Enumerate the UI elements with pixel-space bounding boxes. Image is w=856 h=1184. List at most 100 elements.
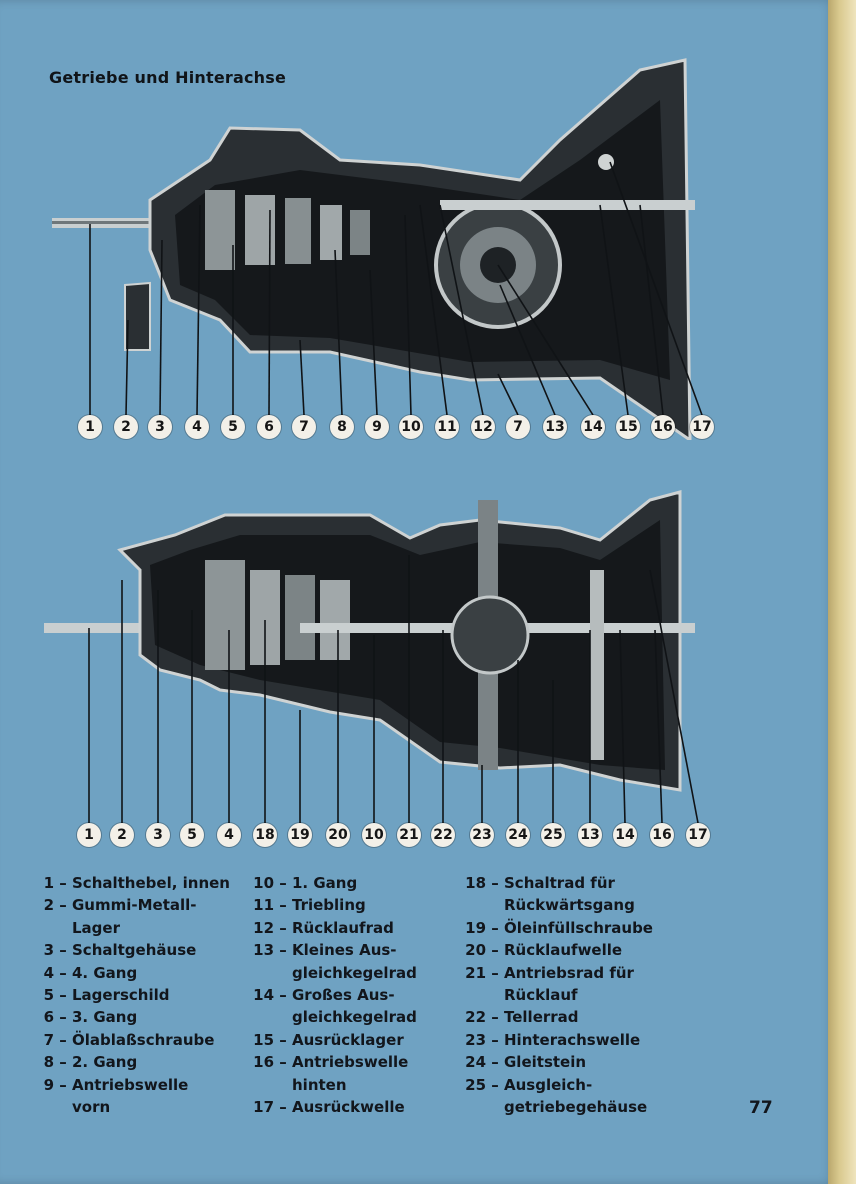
legend-text: Schaltgehäuse — [72, 941, 197, 960]
legend-item: 20 – Rücklaufwelle — [462, 939, 653, 961]
callout-number: 14 — [613, 823, 637, 847]
legend-item: Rückwärtsgang — [462, 894, 653, 916]
legend-item: 16 – Antriebswelle — [250, 1051, 417, 1073]
legend-number: 22 – — [465, 1008, 504, 1027]
callout-number: 24 — [506, 823, 530, 847]
leader-line — [404, 214, 412, 416]
callout-number: 12 — [471, 415, 495, 439]
legend-item: vorn — [38, 1096, 230, 1118]
legend-text: gleichkegelrad — [292, 1008, 417, 1027]
legend-text: Lagerschild — [72, 986, 170, 1005]
legend-number: 16 – — [253, 1053, 292, 1072]
legend-item: 21 – Antriebsrad für — [462, 962, 653, 984]
legend-text: 1. Gang — [292, 874, 358, 892]
callout-number: 16 — [651, 415, 675, 439]
legend-item: 10 – 1. Gang — [250, 872, 417, 894]
housing-inner — [175, 100, 670, 380]
leader-line — [299, 339, 305, 416]
leader-line — [609, 161, 703, 416]
legend-number: 13 – — [253, 941, 292, 960]
legend-item: 15 – Ausrücklager — [250, 1029, 417, 1051]
legend-number: 24 – — [465, 1053, 504, 1072]
gear-cluster — [205, 560, 350, 670]
callout-number: 3 — [146, 823, 170, 847]
leader-line — [419, 204, 448, 416]
leader-line — [497, 264, 594, 416]
shift-lever-mount — [124, 281, 151, 351]
legend-text: Ölablaßschraube — [72, 1030, 215, 1049]
legend-text: gleichkegelrad — [292, 963, 417, 982]
callout-number: 18 — [253, 823, 277, 847]
legend-number: 5 – — [43, 986, 72, 1005]
leader-line — [196, 204, 201, 416]
gearbox-top-view-diagram — [44, 490, 699, 824]
legend-text: 3. Gang — [72, 1008, 138, 1027]
legend-text: Großes Aus- — [292, 986, 395, 1005]
legend-item: gleichkegelrad — [250, 1006, 417, 1028]
callout-number: 1 — [78, 415, 102, 439]
legend-number: 11 – — [253, 896, 292, 915]
legend-item: Rücklauf — [462, 984, 653, 1006]
legend-text: Antriebswelle — [72, 1075, 189, 1094]
leader-line — [654, 629, 663, 824]
callout-number: 7 — [506, 415, 530, 439]
leader-line — [639, 204, 664, 416]
leader-line — [599, 204, 629, 416]
legend-number: 6 – — [43, 1008, 72, 1027]
legend-item: 18 – Schaltrad für — [462, 872, 653, 894]
legend-item: 13 – Kleines Aus- — [250, 939, 417, 961]
callout-number: 23 — [470, 823, 494, 847]
legend-item: 25 – Ausgleich- — [462, 1074, 653, 1096]
legend-text: Hinterachswelle — [504, 1030, 641, 1049]
callout-number: 25 — [541, 823, 565, 847]
page-number: 77 — [749, 1098, 773, 1118]
legend-item: 4 – 4. Gang — [38, 962, 230, 984]
legend-item: 22 – Tellerrad — [462, 1006, 653, 1028]
differential — [450, 595, 530, 675]
leader-line — [619, 629, 626, 824]
page-title: Getriebe und Hinterachse — [49, 68, 287, 87]
legend-text: Triebling — [292, 896, 366, 915]
legend-number: 1 – — [43, 874, 72, 892]
callout-leader-lines — [89, 161, 703, 416]
legend-text: Ausgleich- — [504, 1075, 593, 1094]
legend-number: 12 – — [253, 918, 292, 937]
legend-text: Ausrückwelle — [292, 1098, 405, 1117]
legend-item: 17 – Ausrückwelle — [250, 1096, 417, 1118]
callout-number: 19 — [288, 823, 312, 847]
gear-cluster — [205, 190, 370, 270]
callout-number: 8 — [330, 415, 354, 439]
legend-text: Ausrücklager — [292, 1030, 404, 1049]
legend-text: Kleines Aus- — [292, 941, 397, 960]
legend-number: 8 – — [43, 1053, 72, 1072]
legend-text: Lager — [72, 918, 120, 937]
callout-number: 10 — [362, 823, 386, 847]
legend-item: 23 – Hinterachswelle — [462, 1029, 653, 1051]
legend-item: Lager — [38, 917, 230, 939]
legend-text: Tellerrad — [504, 1008, 579, 1027]
callout-number: 4 — [217, 823, 241, 847]
legend-item: 24 – Gleitstein — [462, 1051, 653, 1073]
legend-item: hinten — [250, 1074, 417, 1096]
legend-number: 23 – — [465, 1030, 504, 1049]
callout-number: 3 — [148, 415, 172, 439]
legend-item: 14 – Großes Aus- — [250, 984, 417, 1006]
leader-line — [439, 204, 484, 416]
rear-shaft — [440, 200, 695, 210]
legend-number — [250, 1006, 292, 1028]
callout-number: 20 — [326, 823, 350, 847]
callout-number: 7 — [292, 415, 316, 439]
legend-number: 17 – — [253, 1098, 292, 1117]
callout-number: 17 — [686, 823, 710, 847]
callout-number: 13 — [543, 415, 567, 439]
legend-text: Antriebswelle — [292, 1053, 409, 1072]
legend-number — [38, 917, 72, 939]
legend-text: 2. Gang — [72, 1053, 138, 1072]
leader-line — [334, 249, 343, 416]
legend-item: 8 – 2. Gang — [38, 1051, 230, 1073]
legend-item: gleichkegelrad — [250, 962, 417, 984]
callout-number: 10 — [399, 415, 423, 439]
legend-number — [462, 1096, 504, 1118]
